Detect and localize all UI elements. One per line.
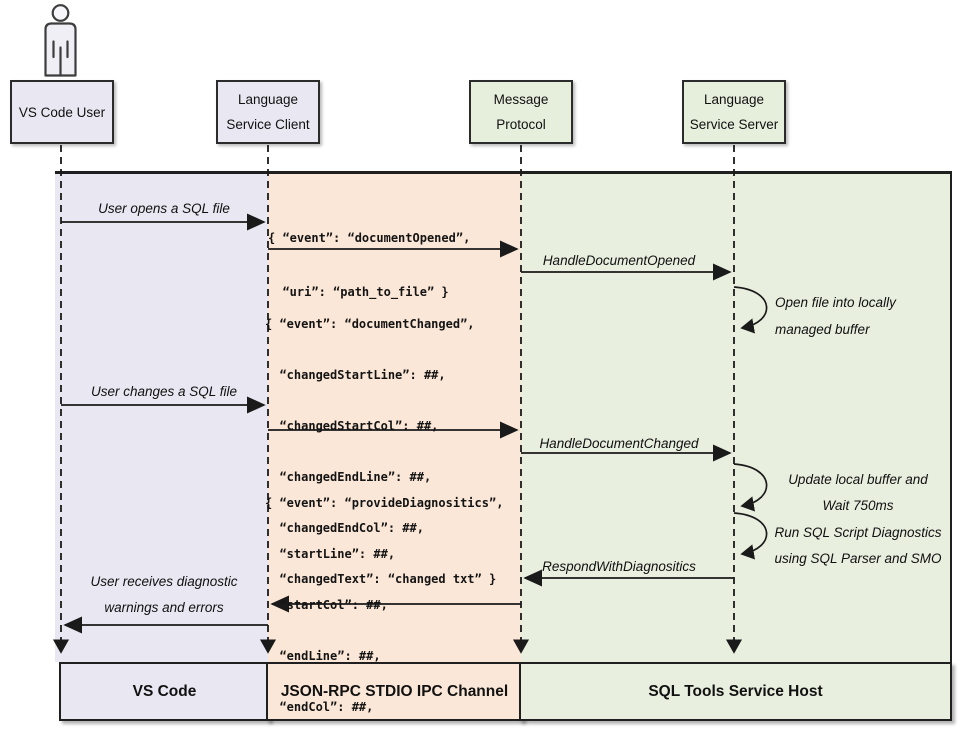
label-user-opens-file: User opens a SQL file <box>98 201 230 216</box>
bottom-box-ipc-channel: JSON-RPC STDIO IPC Channel <box>266 662 523 721</box>
actor-label: Language <box>703 92 765 107</box>
actor-box-message-protocol: Message Protocol <box>469 80 573 144</box>
json-line: “endLine”: ##, <box>265 649 381 663</box>
bottom-box-service-host: SQL Tools Service Host <box>519 662 952 721</box>
lane-ipc-channel <box>268 174 521 662</box>
label-line: Wait 750ms <box>822 498 894 513</box>
label-run-sql-diagnostics: Run SQL Script Diagnostics using SQL Par… <box>762 520 954 572</box>
actor-label: Service Client <box>226 117 310 132</box>
actor-box-vscode-user: VS Code User <box>10 80 114 144</box>
actor-label: VS Code User <box>18 104 106 120</box>
json-line: “changedEndCol”: ##, <box>265 521 424 535</box>
label-line: Update local buffer and <box>788 472 928 487</box>
label-line: User receives diagnostic <box>90 574 238 589</box>
label-user-changes-file: User changes a SQL file <box>90 384 238 399</box>
json-document-opened: { “event”: “documentOpened”, “uri”: “pat… <box>268 197 470 333</box>
json-line: “startCol”: ##, <box>265 598 388 612</box>
label-update-buffer-wait: Update local buffer and Wait 750ms <box>762 467 954 519</box>
json-line: { “event”: “documentChanged”, <box>265 317 475 331</box>
label-handle-document-opened: HandleDocumentOpened <box>542 253 696 268</box>
lane-vscode <box>55 174 268 662</box>
actor-label: Service Server <box>689 117 779 132</box>
label-line: Run SQL Script Diagnostics <box>774 525 942 540</box>
bottom-box-label: VS Code <box>132 682 197 700</box>
label-handle-document-changed: HandleDocumentChanged <box>539 436 699 451</box>
lane-service-host <box>521 174 950 662</box>
label-line: managed buffer <box>775 322 870 337</box>
json-line: “changedText”: “changed txt” } <box>265 572 497 586</box>
actor-label: Protocol <box>496 117 546 132</box>
json-line: { “event”: “documentOpened”, <box>268 231 471 245</box>
json-line: “uri”: “path_to_file” } <box>268 285 449 299</box>
bottom-box-label: JSON-RPC STDIO IPC Channel <box>280 682 509 700</box>
json-line: “endCol”: ##, <box>265 700 374 714</box>
actor-box-language-service-client: Language Service Client <box>216 80 320 144</box>
swimlane-band <box>55 171 952 662</box>
actor-box-language-service-server: Language Service Server <box>682 80 786 144</box>
json-provide-diagnostics: { “event”: “provideDiagnositics”, “start… <box>265 464 503 732</box>
json-line: { “event”: “provideDiagnositics”, <box>265 496 504 510</box>
bottom-box-vscode: VS Code <box>59 662 270 721</box>
json-document-changed: { “event”: “documentChanged”, “changedSt… <box>265 285 496 619</box>
json-line: “startLine”: ##, <box>265 547 396 561</box>
person-icon <box>44 4 77 77</box>
json-line: “changedEndLine”: ##, <box>265 470 432 484</box>
json-line: “changedStartLine”: ##, <box>265 368 446 382</box>
actor-label: Message <box>493 92 549 107</box>
actor-label: Language <box>237 92 299 107</box>
label-user-receives-diagnostics: User receives diagnostic warnings and er… <box>60 569 268 621</box>
label-line: using SQL Parser and SMO <box>774 551 942 566</box>
json-line: “changedStartCol”: ##, <box>265 419 439 433</box>
bottom-box-label: SQL Tools Service Host <box>648 682 823 700</box>
label-line: Open file into locally <box>775 295 896 310</box>
label-open-file-into-buffer: Open file into locally managed buffer <box>775 289 955 343</box>
label-respond-with-diagnostics: RespondWithDiagnositics <box>542 559 696 574</box>
label-line: warnings and errors <box>104 600 224 615</box>
